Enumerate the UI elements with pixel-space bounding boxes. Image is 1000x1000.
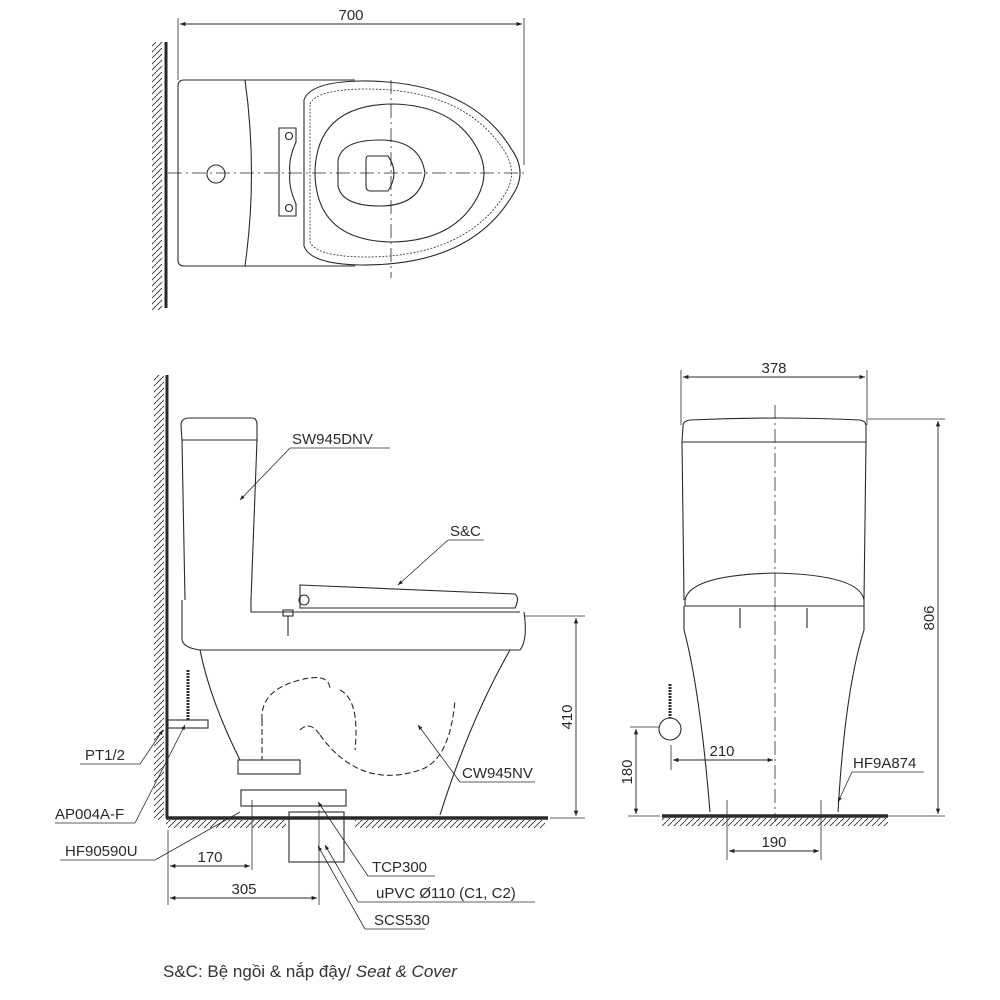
caption: S&C: Bệ ngồi & nắp đậy/ Seat & Cover [163, 962, 457, 982]
dim-700: 700 [338, 7, 363, 24]
label-floor-bolt: HF9A874 [853, 755, 916, 772]
caption-text: S&C: Bệ ngồi & nắp đậy/ [163, 962, 356, 981]
dim-170: 170 [197, 849, 222, 866]
label-supply-thread: PT1/2 [85, 747, 125, 764]
label-seal: SCS530 [374, 912, 430, 929]
label-bowl: CW945NV [462, 765, 533, 782]
label-drain-pipe: uPVC Ø110 (C1, C2) [376, 885, 516, 902]
label-stop-valve: AP004A-F [55, 806, 124, 823]
label-tank: SW945DNV [292, 431, 373, 448]
side-view [55, 375, 585, 930]
dim-180: 180 [619, 759, 636, 784]
dim-190: 190 [761, 834, 786, 851]
dim-305: 305 [231, 881, 256, 898]
top-view [152, 18, 528, 310]
dim-806: 806 [921, 605, 938, 630]
dim-210: 210 [709, 743, 734, 760]
label-floor-fixing: HF90590U [65, 843, 138, 860]
label-seat-cover: S&C [450, 523, 481, 540]
label-flange: TCP300 [372, 859, 427, 876]
dim-378: 378 [761, 360, 786, 377]
dim-410: 410 [559, 704, 576, 729]
front-view [628, 370, 945, 860]
caption-italic: Seat & Cover [355, 962, 457, 981]
